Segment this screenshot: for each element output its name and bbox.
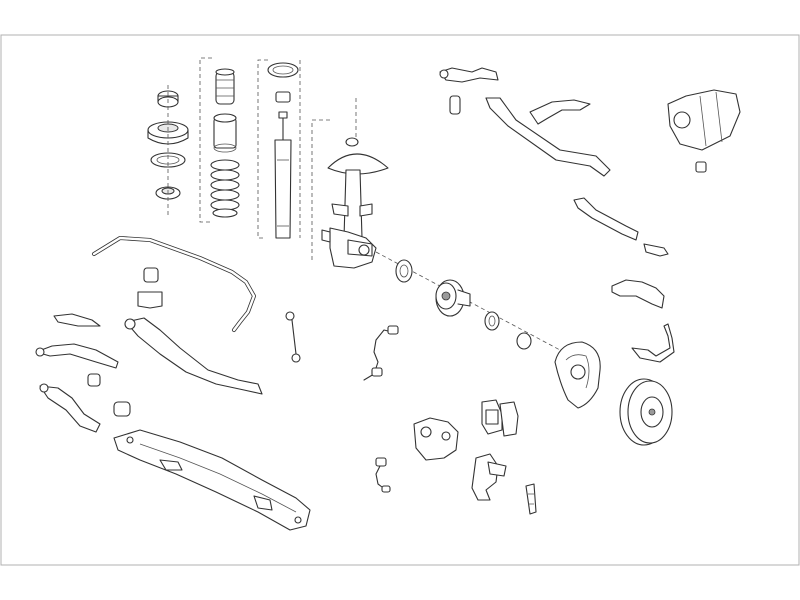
steering-linkage — [439, 67, 741, 177]
stabilizer-bushing-upper — [143, 267, 159, 283]
brake-caliper-part — [413, 417, 459, 461]
stabilizer-link-part — [285, 311, 301, 363]
centre-drag-link — [485, 97, 611, 177]
tie-rod-assembly — [573, 197, 669, 257]
caliper-bracket-part — [471, 453, 507, 501]
spring-retainer-ring — [267, 62, 299, 78]
strut-body — [331, 169, 373, 239]
strut-spring-seat-top — [327, 137, 389, 175]
arm-bushing-small — [87, 373, 101, 387]
control-arm-middle-left — [35, 343, 119, 369]
pad-clip-set — [525, 483, 537, 515]
steering-knuckle — [321, 227, 377, 269]
shock-absorber-group — [257, 59, 301, 239]
steering-gearbox — [667, 89, 741, 173]
strut-mount-stack — [147, 85, 189, 215]
idler-arm-part — [529, 99, 591, 125]
dust-boot-part — [213, 113, 237, 153]
stabilizer-bushing-lower — [137, 291, 163, 309]
bump-stop-part — [215, 68, 235, 105]
brake-pad-set — [481, 399, 519, 437]
control-arm-large — [124, 317, 263, 395]
complete-strut-assembly — [311, 98, 389, 269]
spring-seat-part — [150, 152, 186, 168]
arm-bushing-large — [113, 401, 131, 417]
tie-rod-end-left — [439, 67, 499, 83]
shock-absorber-part — [274, 111, 292, 239]
control-arm-upper-left — [53, 313, 101, 327]
hub-cap-part — [516, 332, 532, 350]
shock-nut — [275, 91, 291, 103]
coil-spring-group — [199, 57, 240, 223]
wheel-bearing-part — [395, 259, 413, 283]
brake-shield-part — [554, 341, 601, 409]
diagram-frame — [0, 34, 800, 566]
coil-spring-part — [210, 159, 240, 218]
control-arm-lower-left — [39, 383, 101, 433]
subframe-part — [113, 429, 311, 531]
strut-bearing-part — [147, 121, 189, 145]
pad-wear-sensor — [375, 457, 391, 493]
stabilizer-bar-group — [92, 236, 256, 332]
brake-hose-part — [631, 323, 675, 363]
brake-disc-part — [619, 378, 673, 446]
idler-bushing — [449, 95, 461, 115]
hub-line — [375, 251, 561, 351]
pitman-arm-part — [611, 279, 665, 309]
abs-sensor-part — [363, 325, 399, 381]
wheel-hub-part — [435, 279, 471, 317]
hub-seal-part — [484, 311, 500, 331]
